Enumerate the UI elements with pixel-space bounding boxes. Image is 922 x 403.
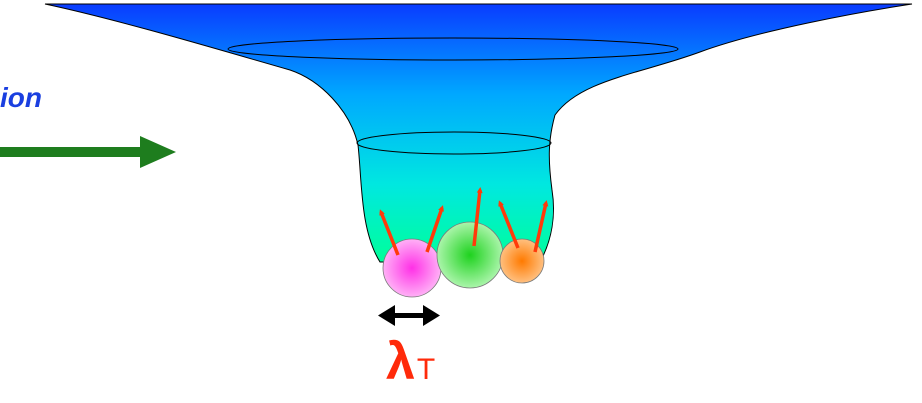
upper-rim — [227, 37, 679, 61]
lambda-symbol: λ — [386, 333, 415, 391]
orange-particle — [499, 238, 545, 284]
red-arrow — [498, 200, 520, 249]
red-arrows — [379, 187, 549, 256]
red-arrow — [379, 209, 400, 256]
double-arrow-icon — [378, 305, 440, 326]
pink-particle — [382, 238, 442, 298]
funnel-shape — [44, 3, 913, 263]
lambda-subscript: T — [416, 353, 436, 386]
lower-rim — [356, 131, 552, 155]
red-arrow — [425, 205, 444, 253]
partial-label: ion — [0, 82, 42, 113]
red-arrow — [472, 187, 483, 247]
lambda-label: λT — [386, 336, 435, 388]
green-particle — [436, 221, 504, 289]
red-arrow — [533, 200, 549, 253]
green-arrow — [0, 136, 176, 168]
